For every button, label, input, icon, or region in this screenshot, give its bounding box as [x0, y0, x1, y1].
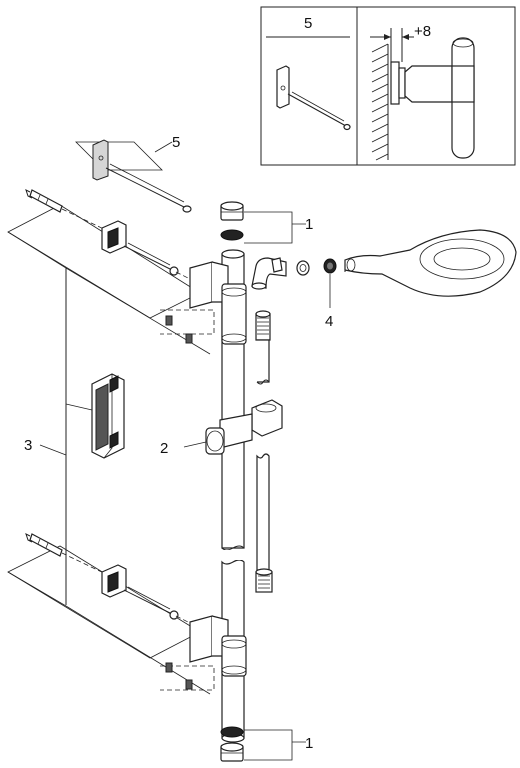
wall-plug-top-icon [25, 189, 63, 213]
screw-top-icon [123, 242, 179, 276]
flow-washer-icon [296, 260, 310, 276]
callout-1-bottom: 1 [305, 735, 313, 752]
grub-screws-bottom-icon [160, 662, 215, 691]
inset-anchor-icon [276, 65, 351, 131]
callout-3: 3 [24, 437, 32, 454]
hand-shower [344, 229, 517, 297]
wall-plane-bottom [7, 545, 211, 695]
wall-bracket-bottom [189, 615, 247, 677]
anchor-set-top: 5 [75, 134, 192, 213]
mounting-clip-bottom-icon [101, 564, 127, 598]
callout-5: 5 [172, 134, 180, 151]
detail-inset: 5 +8 [260, 6, 516, 166]
inset-bracket-icon [404, 37, 475, 159]
screw-bottom-icon [123, 586, 179, 620]
end-cap-bottom: 1 [220, 726, 313, 762]
hose-elbow [251, 257, 287, 290]
mounting-clip-top-icon [101, 220, 127, 254]
inset-label-offset: +8 [414, 23, 431, 40]
shower-slider: 2 [160, 399, 283, 457]
shower-hose [255, 310, 273, 593]
grub-screws-top-icon [160, 309, 215, 344]
inset-label-5: 5 [304, 15, 312, 32]
callout-2: 2 [160, 440, 168, 457]
callout-4: 4 [325, 313, 333, 330]
wall-plug-bottom-icon [25, 533, 63, 557]
wall-bracket-top [189, 261, 247, 345]
spare-clip-icon [91, 373, 125, 459]
sealing-washer-4: 4 [323, 258, 337, 330]
callout-1-top: 1 [305, 216, 313, 233]
end-cap-top: 1 [220, 201, 313, 244]
rail-label-3: 3 [24, 403, 93, 456]
wall-section-icon [371, 43, 389, 161]
